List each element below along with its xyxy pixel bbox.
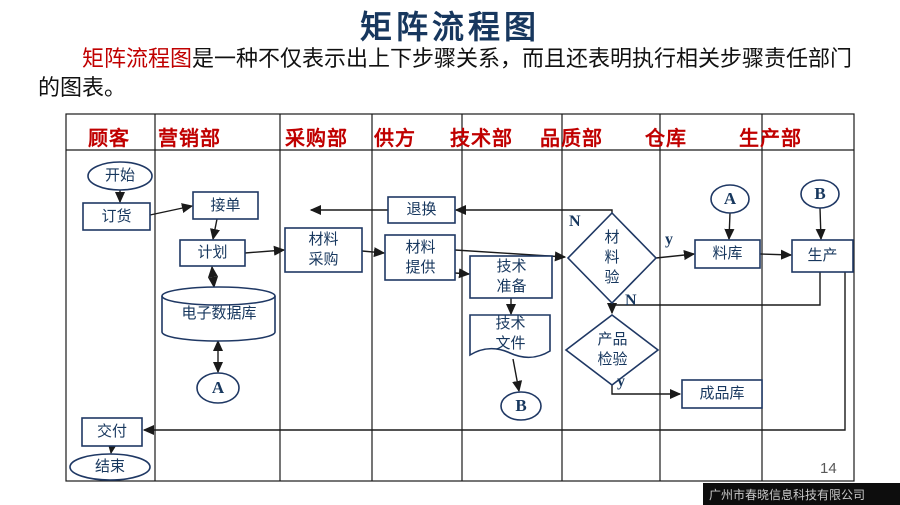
material-check-yes-label: y — [665, 231, 673, 248]
page-title: 矩阵流程图 — [359, 9, 540, 45]
tech-prep-label: 技术准备 — [496, 259, 527, 295]
database-cylinder-top — [161, 295, 276, 306]
watermark-text: 广州市春晓信息科技有限公司 — [709, 487, 866, 502]
return-box — [387, 196, 456, 224]
connector-b1-label: B — [515, 396, 527, 415]
produce-label: 生产 — [807, 248, 838, 264]
warehouse-box — [694, 239, 761, 269]
lane-header-technical: 技术部 — [450, 128, 513, 150]
connector-b1-ellipse — [500, 391, 542, 421]
supply-box — [384, 234, 456, 281]
produce-box — [791, 239, 854, 273]
deliver-box — [81, 417, 143, 447]
lane-header-marketing: 营销部 — [158, 128, 221, 150]
return-label: 退换 — [406, 202, 437, 218]
swimlane-grid — [65, 113, 855, 482]
material-check-label: 材料验 — [604, 230, 620, 286]
finished-box — [681, 379, 763, 409]
lane-header-warehouse: 仓库 — [645, 128, 687, 150]
intro-term: 矩阵流程图 — [82, 46, 193, 71]
supply-label: 材料提供 — [405, 239, 436, 276]
connector-b2-ellipse — [800, 179, 840, 209]
deliver-label: 交付 — [96, 424, 127, 440]
order-label: 订货 — [101, 208, 132, 225]
lane-header-customer: 顾客 — [88, 128, 130, 150]
product-check-label: 产品检验 — [597, 332, 628, 368]
intro-paragraph: 矩阵流程图是一种不仅表示出上下步骤关系，而且还表明执行相关步骤责任部门的图表。 — [38, 44, 858, 102]
end-ellipse — [69, 453, 151, 481]
end-label: 结束 — [94, 459, 125, 475]
connector-a2-ellipse — [710, 184, 750, 214]
material-check-diamond — [566, 211, 658, 305]
lane-header-production: 生产部 — [739, 128, 802, 150]
start-label: 开始 — [104, 168, 135, 184]
product-check-diamond — [564, 313, 660, 387]
flow-shapes — [69, 161, 854, 481]
lane-header-supplier: 供方 — [374, 128, 416, 150]
product-check-yes-label: y — [617, 373, 625, 390]
lane-header-purchasing: 采购部 — [285, 128, 348, 150]
start-ellipse — [87, 161, 153, 191]
tech-prep-box — [469, 255, 553, 299]
finished-label: 成品库 — [699, 386, 745, 402]
database-label: 电子数据库 — [181, 306, 257, 322]
order-box — [82, 202, 151, 231]
plan-box — [179, 239, 246, 267]
page-number: 14 — [820, 460, 837, 477]
warehouse-label: 料库 — [712, 246, 743, 262]
connector-b2-label: B — [814, 184, 826, 203]
material-check-no-label: N — [569, 213, 581, 230]
tech-doc-shape — [469, 314, 551, 359]
purchase-label: 材料采购 — [308, 232, 339, 268]
lane-header-quality: 品质部 — [540, 128, 603, 150]
plan-label: 计划 — [197, 245, 228, 261]
accept-label: 接单 — [210, 197, 241, 214]
matrix-flowchart: 顾客 营销部 采购部 供方 技术部 品质部 仓库 生产部 开始 订货 接单 计划… — [65, 113, 855, 482]
watermark-bar: 广州市春晓信息科技有限公司 — [703, 483, 900, 505]
flowchart-canvas — [65, 113, 855, 482]
connector-a1-ellipse — [196, 372, 240, 404]
purchase-box — [284, 227, 363, 273]
tech-doc-label: 技术文件 — [495, 316, 526, 352]
connector-a1-label: A — [211, 378, 225, 397]
database-cylinder — [161, 286, 276, 342]
intro-text: 是一种不仅表示出上下步骤关系，而且还表明执行相关步骤责任部门的图表。 — [38, 46, 853, 101]
product-check-no-label: N — [625, 292, 637, 309]
connector-a2-label: A — [723, 189, 737, 208]
accept-box — [192, 191, 259, 220]
